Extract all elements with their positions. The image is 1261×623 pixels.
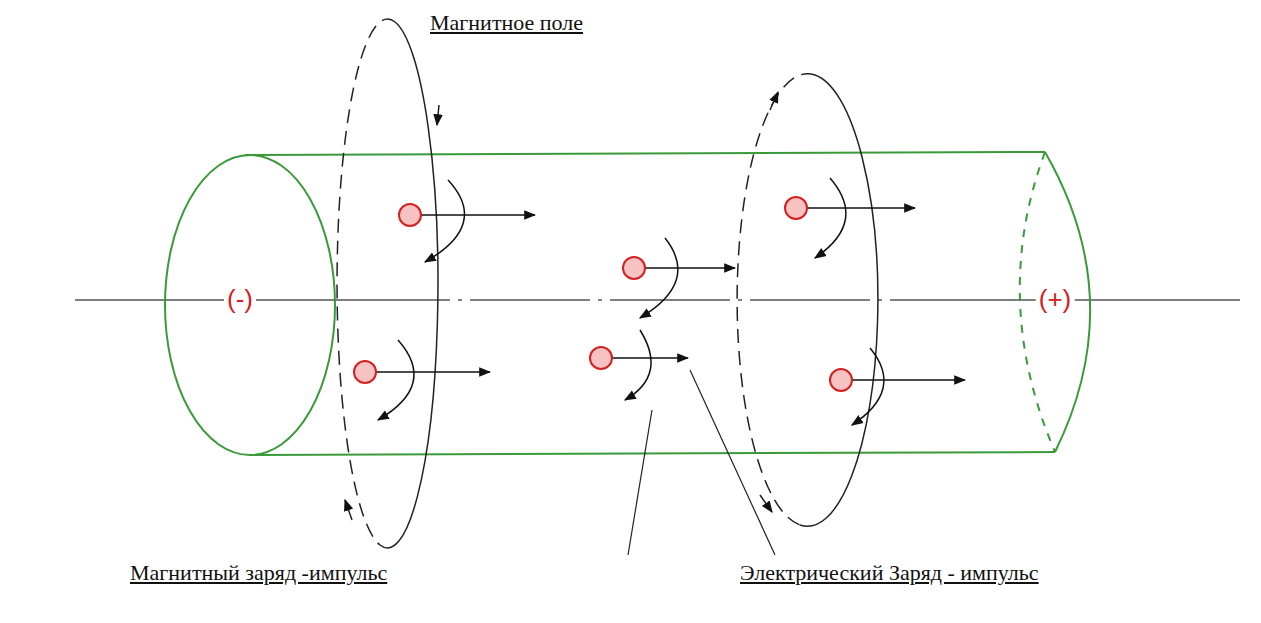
field-loop: [737, 74, 878, 527]
cylinder: [165, 152, 1090, 455]
callout-label: Магнитный заряд -импульс: [130, 560, 387, 586]
field-loop: [337, 19, 439, 548]
callout-label: Электрический Заряд - импульс: [740, 560, 1039, 586]
charge-ball: [354, 197, 852, 391]
pole-sign: (-): [224, 284, 256, 315]
charge-group: [376, 178, 965, 425]
field-label: Магнитное поле: [430, 10, 583, 36]
pole-sign: (+): [1036, 284, 1075, 315]
leader-line: [628, 370, 775, 555]
